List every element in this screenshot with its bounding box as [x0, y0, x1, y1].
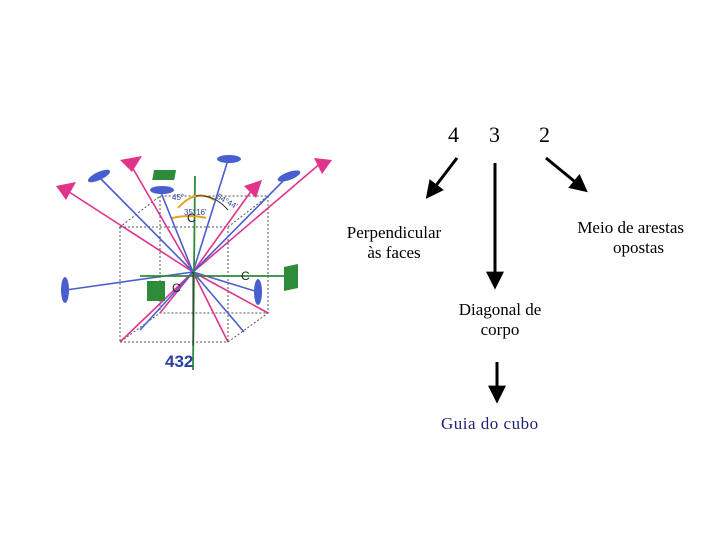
label-diagonal-line2: corpo — [480, 320, 520, 339]
twofold-markers — [61, 155, 301, 305]
angle-45: 45° — [172, 193, 184, 202]
symmetry-label: 432 — [165, 352, 194, 371]
number-three: 3 — [489, 122, 500, 147]
annotation-c-top: C — [187, 211, 196, 225]
twofold-axes — [65, 159, 289, 333]
angle-35-16: 35°16' — [184, 208, 207, 217]
cube-symmetry-figure: C C C 45° 35°16' 54°44' — [56, 155, 332, 371]
annotation-c-left: C — [172, 281, 181, 295]
number-four: 4 — [448, 122, 459, 147]
label-perpendicular-line2: às faces — [367, 243, 421, 262]
label-edges: Meio de arestas opostas — [534, 218, 684, 258]
label-guide: Guia do cubo — [441, 414, 539, 433]
threefold-markers — [56, 156, 332, 200]
number-two: 2 — [539, 122, 550, 147]
threefold-axes — [65, 159, 323, 343]
label-perpendicular: Perpendicular às faces — [322, 223, 466, 263]
angle-54-44: 54°44' — [215, 192, 239, 211]
annotation-c-right: C — [241, 269, 250, 283]
arrow-4-to-perpendicular — [425, 157, 459, 199]
fourfold-markers — [147, 170, 298, 301]
label-perpendicular-line1: Perpendicular — [346, 223, 442, 242]
arrow-2-to-edges — [545, 156, 588, 193]
label-diagonal-line1: Diagonal de — [458, 300, 542, 319]
label-edges-line2: opostas — [613, 238, 664, 257]
label-diagonal: Diagonal de corpo — [440, 300, 560, 340]
label-edges-line1: Meio de arestas — [577, 218, 684, 237]
